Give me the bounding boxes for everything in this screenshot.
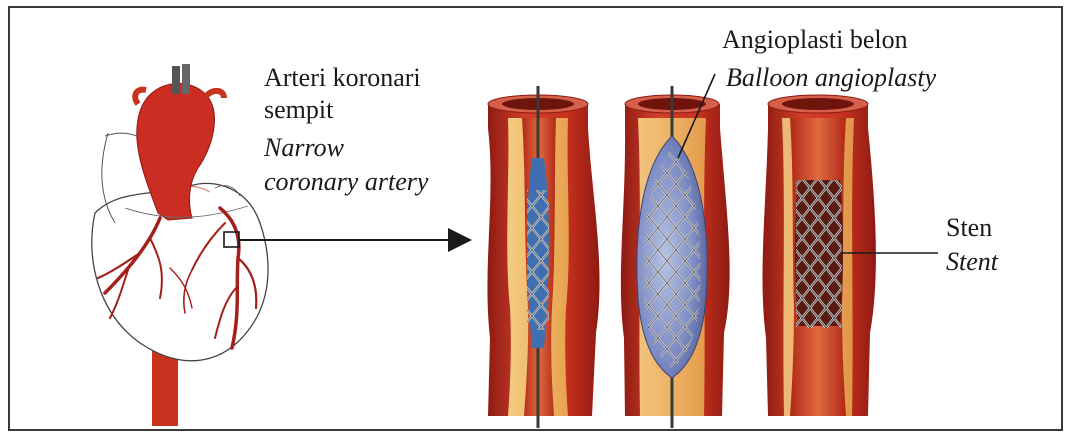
stent-label-en: Stent (946, 246, 998, 278)
vessel-catheter-insertion (487, 86, 599, 428)
stent-label-ms: Sten (946, 212, 992, 244)
narrow-artery-label-ms-1: Arteri koronari (264, 62, 421, 94)
pointer-arrow (239, 228, 472, 252)
heart-illustration (92, 64, 268, 426)
diagram-frame: Arteri koronari sempit Narrow coronary a… (8, 6, 1063, 431)
vessel-balloon-angioplasty (621, 86, 730, 428)
deployed-stent (796, 180, 842, 328)
narrow-artery-label-ms-2: sempit (264, 94, 333, 126)
collapsed-stent (527, 190, 549, 330)
vessel-top-2 (182, 64, 190, 94)
narrow-artery-label-en-2: coronary artery (264, 166, 428, 198)
vessel-top-1 (172, 66, 180, 94)
balloon-label-en: Balloon angioplasty (726, 62, 936, 94)
narrow-artery-label-en-1: Narrow (264, 132, 344, 164)
vessel-stent-placed (763, 95, 876, 416)
balloon-label-ms: Angioplasti belon (722, 24, 908, 56)
